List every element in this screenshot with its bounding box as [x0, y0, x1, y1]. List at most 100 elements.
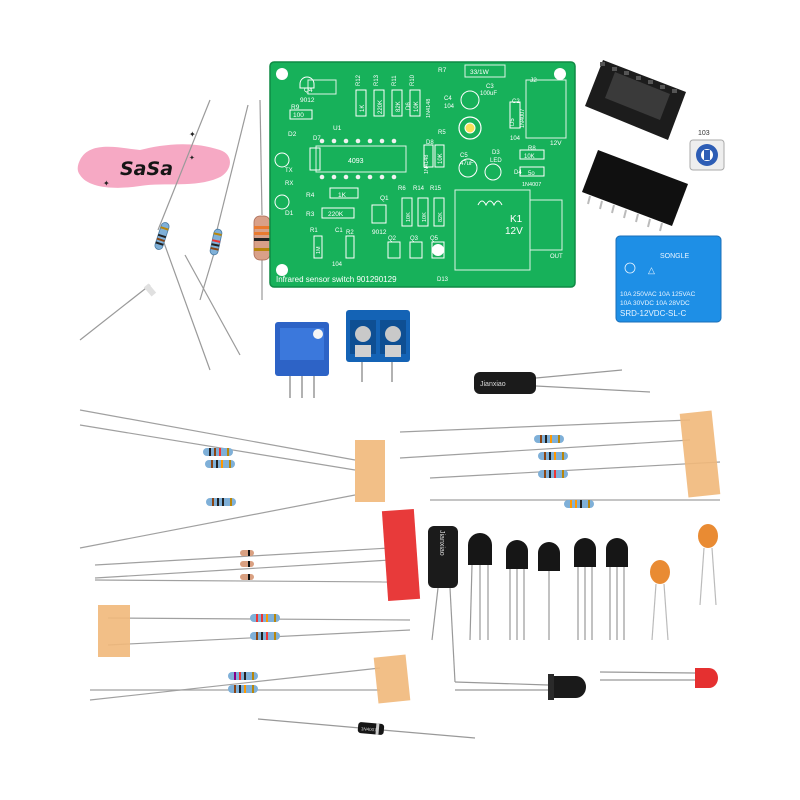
- sparkle-icon: ✦: [103, 179, 110, 188]
- pcb-board: Q4 9012 R9 100 R12 R13 R11 R10 1K 220K 8…: [269, 61, 576, 288]
- pcb-label: 33/1W: [470, 69, 490, 76]
- pcb-label: Q1: [380, 195, 389, 202]
- pcb-label: D7: [313, 136, 321, 142]
- pcb-label: 104: [444, 104, 455, 110]
- pcb-label: 10K: [438, 153, 444, 164]
- sparkle-icon: ✦: [189, 154, 195, 162]
- pcb-label: 100: [293, 112, 304, 119]
- resistor-loose-1: [154, 222, 170, 250]
- resistor: [228, 685, 258, 693]
- pcb-label: 82K: [396, 101, 402, 112]
- relay-songle: SONGLE △ 10A 250VAC 10A 125VAC 10A 30VDC…: [615, 235, 722, 323]
- pcb-label: D3: [492, 150, 500, 156]
- pcb-label: Q3: [410, 236, 419, 242]
- pcb-label: 10K: [524, 154, 535, 160]
- relay-brand: SONGLE: [660, 253, 690, 260]
- pcb-label: R15: [430, 186, 442, 192]
- resistor: [205, 460, 235, 468]
- trimpot-label: 103: [698, 130, 710, 137]
- red-led: [599, 668, 718, 688]
- transistor: [468, 533, 492, 641]
- transistor: [606, 538, 628, 640]
- logo-text: SaSa: [120, 158, 173, 180]
- resistor: [206, 498, 236, 506]
- pcb-label: R8: [528, 146, 536, 152]
- resistor: [203, 448, 233, 456]
- warning-icon: △: [648, 265, 655, 275]
- pcb-label: C5: [460, 153, 468, 159]
- pcb-label: 5o: [528, 171, 535, 177]
- capacitor-label: Jianxiao: [480, 381, 506, 388]
- pcb-label: 82K: [438, 212, 444, 222]
- pcb-label: R4: [306, 192, 315, 199]
- blue-potentiometer: [275, 322, 329, 398]
- pcb-label: D5: [510, 118, 516, 126]
- pcb-label: C1: [335, 228, 343, 234]
- pcb-label: 1N4007: [522, 182, 541, 188]
- capacitor-label: Jianxiao: [438, 530, 445, 556]
- pcb-label: D1: [285, 210, 294, 217]
- resistor-loose-2: [209, 228, 223, 256]
- pcb-label: D8: [426, 140, 434, 146]
- relay-rating-line2: 10A 30VDC 10A 28VDC: [620, 300, 690, 307]
- loose-resistors-top-left: [79, 99, 263, 371]
- pcb-label: 9012: [372, 229, 387, 236]
- ic-socket: [585, 60, 686, 140]
- pcb-label: R2: [346, 230, 354, 236]
- pcb-label: R14: [413, 186, 425, 192]
- pcb-label: R1: [310, 228, 318, 234]
- pcb-label: C3: [486, 84, 494, 90]
- led-ir-loose: [143, 283, 157, 297]
- diode-label: 1N4007: [361, 726, 378, 732]
- pcb-label: 4093: [348, 158, 364, 165]
- electrolytic-capacitor-vertical: Jianxiao: [428, 526, 458, 683]
- resistor: [538, 470, 568, 478]
- diode-1n4007: 1N4007: [257, 718, 476, 739]
- screw-terminal-block: [346, 310, 410, 382]
- pcb-label: 100uF: [480, 91, 497, 97]
- pcb-label: 9012: [300, 97, 315, 104]
- pcb-label: 1N4148: [426, 99, 432, 118]
- pcb-label: D6: [406, 102, 412, 110]
- trimmer-potentiometer: 103: [689, 130, 725, 171]
- pcb-label: 10K: [422, 212, 428, 222]
- pcb-label: 220K: [378, 100, 384, 114]
- pcb-label: 1M: [316, 246, 322, 254]
- resistor: [534, 435, 564, 443]
- pcb-label: 1K: [360, 105, 366, 112]
- pcb-label: C4: [444, 96, 452, 102]
- resistor: [564, 500, 594, 508]
- ceramic-capacitor: [698, 524, 718, 606]
- pcb-label: R6: [398, 186, 406, 192]
- pcb-label: 10K: [406, 212, 412, 222]
- relay-model: SRD-12VDC-SL-C: [620, 309, 686, 318]
- brand-logo: SaSa ✦ ✦ ✦: [77, 130, 230, 188]
- pcb-label: R9: [291, 104, 300, 111]
- pcb-label: R7: [438, 67, 447, 74]
- pcb-label: D2: [288, 131, 297, 138]
- pcb-label: R13: [374, 74, 380, 86]
- pcb-label: 1N4007: [520, 109, 526, 128]
- resistor-power-loose: [253, 215, 271, 261]
- ic-chip-4093: [582, 150, 688, 232]
- pcb-label: J2: [530, 77, 537, 84]
- pcb-label: Q4: [304, 87, 313, 94]
- pcb-label: R12: [356, 74, 362, 86]
- pcb-title: Infrared sensor switch 901290129: [276, 275, 397, 284]
- pcb-label: K1: [510, 214, 523, 225]
- pcb-label: R3: [306, 211, 315, 218]
- pcb-label: R11: [392, 75, 398, 86]
- relay-rating-line1: 10A 250VAC 10A 125VAC: [620, 291, 696, 298]
- pcb-label: 104: [332, 262, 343, 268]
- pcb-label: Q2: [388, 236, 397, 242]
- pcb-label: 1N4148: [424, 155, 430, 174]
- pcb-label: U1: [333, 125, 342, 132]
- pcb-label: D4: [514, 170, 522, 176]
- pcb-label: LED: [490, 158, 502, 164]
- diode-group-red-tape: [94, 508, 421, 602]
- resistor: [228, 672, 258, 680]
- pcb-label: 104: [510, 136, 521, 142]
- pcb-label: 47uF: [460, 161, 474, 167]
- sparkle-icon: ✦: [189, 130, 196, 139]
- resistor: [250, 632, 280, 640]
